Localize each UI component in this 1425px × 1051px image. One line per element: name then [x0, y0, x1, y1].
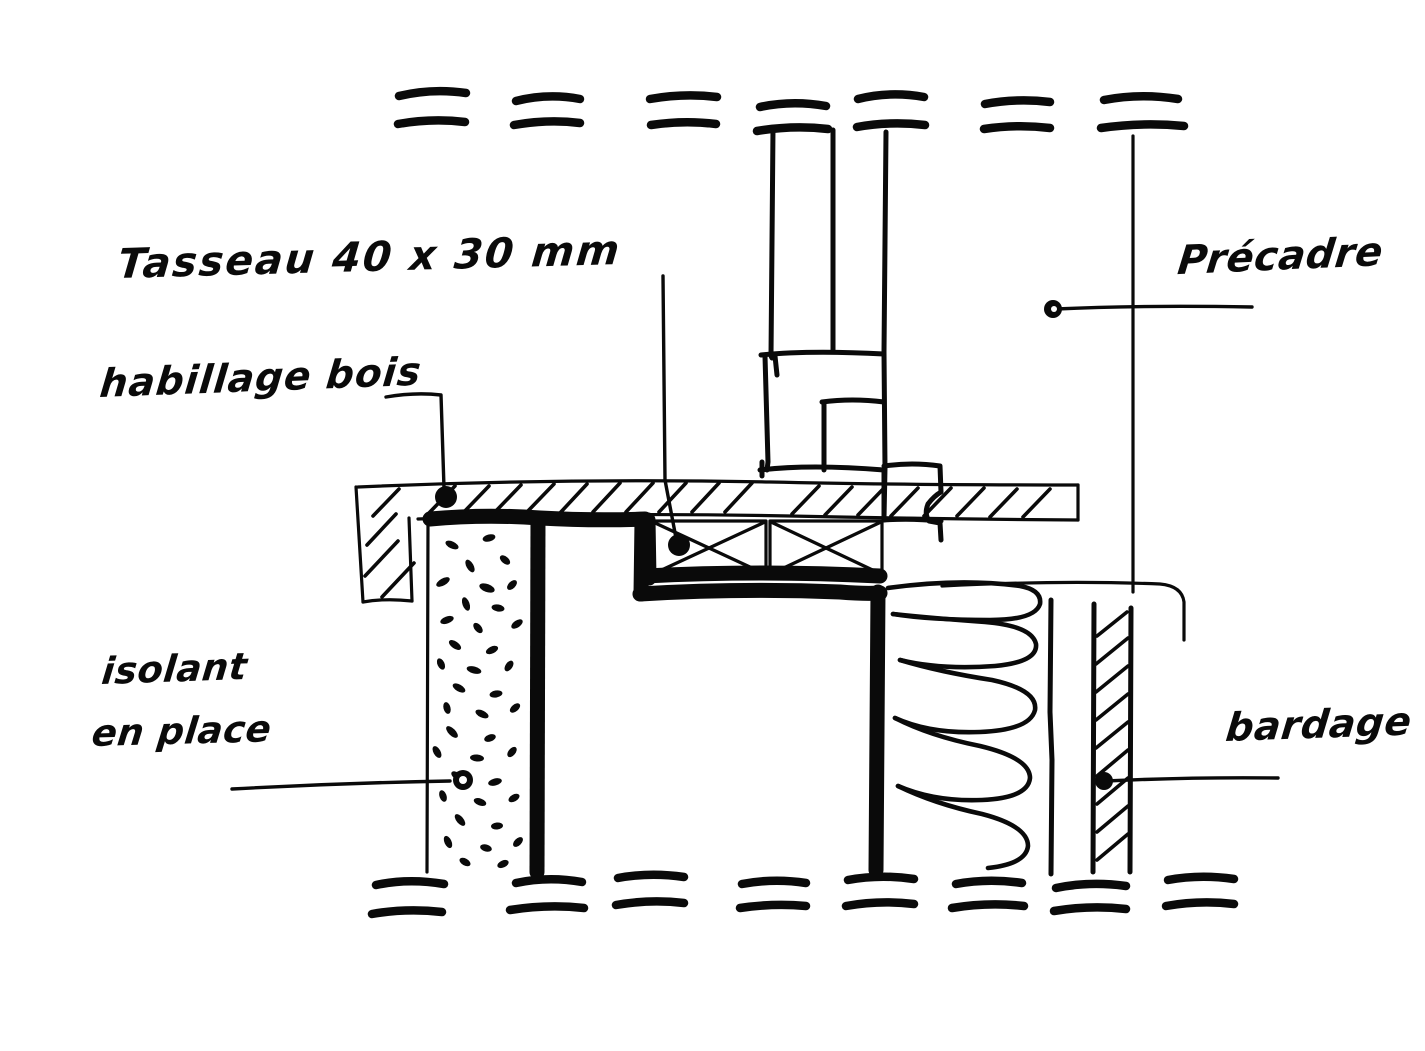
bardage-cladding-board	[1090, 601, 1134, 875]
membrane-line	[1047, 597, 1055, 877]
leader-dot-habillage	[435, 486, 457, 508]
outer-envelope-line	[940, 134, 1186, 642]
leader-dot-bardage	[1095, 772, 1113, 790]
break-line-bottom	[367, 870, 1239, 919]
window-frame-profile	[757, 125, 889, 521]
label-bardage: bardage	[1223, 699, 1414, 752]
break-line-top	[393, 86, 1189, 136]
leader-lines	[230, 274, 1280, 791]
insulation-stipple-fill	[432, 534, 523, 869]
structure-heavy-outline	[422, 508, 888, 880]
label-en-place: en place	[89, 707, 274, 756]
precadre-block	[881, 461, 944, 543]
leader-dot-tasseau	[668, 534, 690, 556]
insulation-loop-fill	[885, 580, 1043, 871]
label-precadre: Précadre	[1175, 228, 1386, 285]
label-isolant: isolant	[99, 644, 250, 694]
